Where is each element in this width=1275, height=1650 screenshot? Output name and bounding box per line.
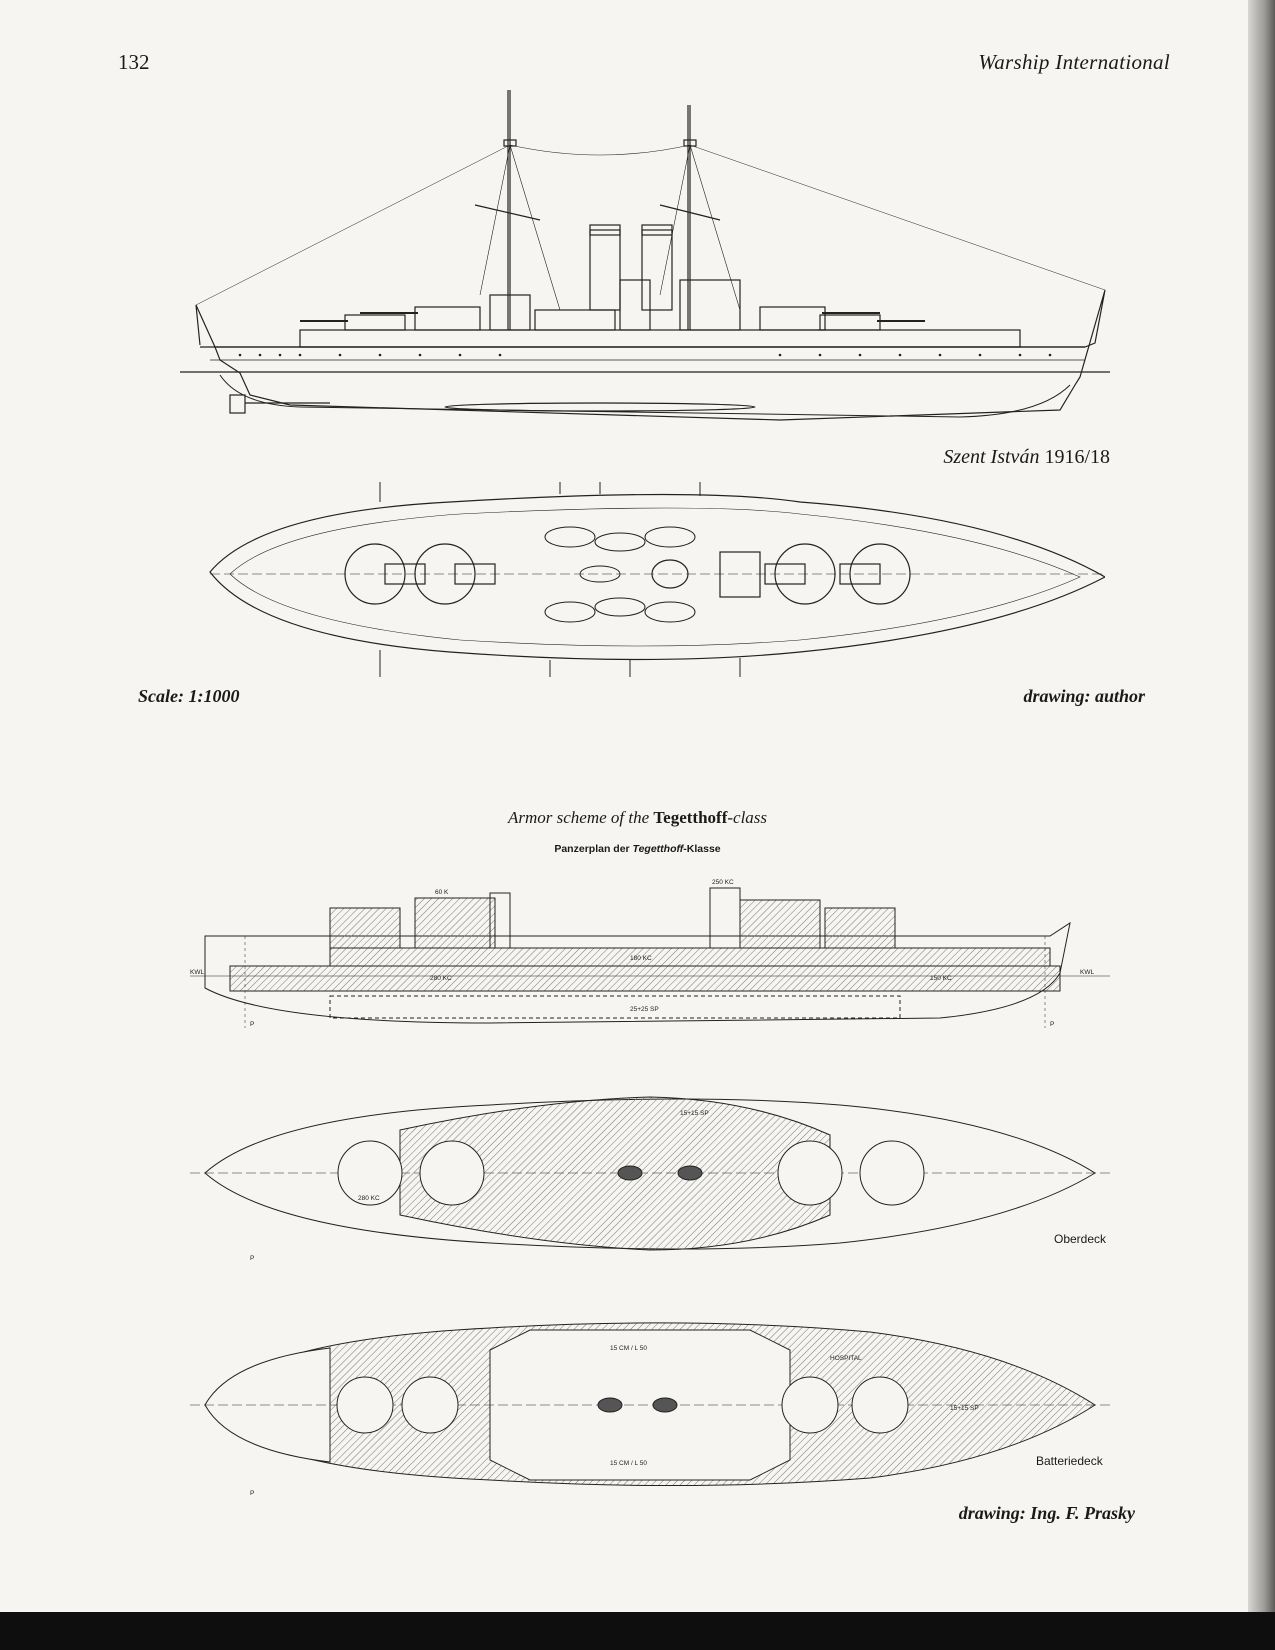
armor-scheme-title: Armor scheme of the Tegetthoff-class: [0, 808, 1275, 828]
p-label-oberdeck: P: [250, 1255, 254, 1262]
scale-label: Scale: 1:1000: [138, 686, 240, 706]
armor-sub-class: Tegetthoff: [632, 843, 684, 855]
oberdeck-deck-plating-label: 15+15 SP: [680, 1110, 709, 1117]
ship-name: Szent István: [943, 446, 1040, 468]
scanner-edge-bar: [0, 1612, 1275, 1650]
citadel-label: 180 KC: [630, 955, 652, 962]
ship-plan-drawing: [209, 482, 1105, 677]
ship-year: 1916/18: [1044, 446, 1110, 468]
armor-profile-drawing: KWL KWL P P 280 KC 150 KC 25+25 SP 180 K…: [190, 879, 1110, 1028]
p-label-left: P: [250, 1021, 254, 1028]
p-label-right: P: [1050, 1021, 1054, 1028]
page-number: 132: [118, 50, 150, 74]
oberdeck-plan-drawing: 15+15 SP 280 KC P: [190, 1096, 1110, 1262]
drawing-credit-author: drawing: author: [1023, 686, 1145, 706]
armor-title-suffix: -class: [727, 808, 768, 827]
profile-caption: Szent István 1916/18: [943, 446, 1110, 469]
casemate-label-top: 15 CM / L 50: [610, 1345, 647, 1352]
hospital-label: HOSPITAL: [830, 1355, 862, 1362]
page-gutter-shadow: [1248, 0, 1275, 1612]
armor-title-prefix: Armor scheme of the: [507, 808, 654, 827]
batteriedeck-plating-label: 15+15 SP: [950, 1405, 979, 1412]
kwl-label-left: KWL: [190, 969, 204, 976]
turret-top-label: 60 K: [435, 889, 449, 896]
journal-title: Warship International: [978, 50, 1170, 74]
belt-150-label: 150 KC: [930, 975, 952, 982]
batteriedeck-label: Batteriedeck: [1036, 1454, 1103, 1468]
armor-sub-suffix: -Klasse: [683, 843, 721, 855]
conning-tower-label: 250 KC: [712, 879, 734, 886]
casemate-label-bottom: 15 CM / L 50: [610, 1460, 647, 1467]
oberdeck-barbette-label: 280 KC: [358, 1195, 380, 1202]
armor-title-class: Tegetthoff: [653, 808, 728, 827]
armor-scheme-subtitle: Panzerplan der Tegetthoff-Klasse: [0, 843, 1275, 855]
batteriedeck-plan-drawing: 15 CM / L 50 15 CM / L 50 HOSPITAL 15+15…: [190, 1322, 1110, 1497]
drawing-credit-prasky: drawing: Ing. F. Prasky: [958, 1503, 1135, 1523]
armor-sub-prefix: Panzerplan der: [554, 843, 633, 855]
belt-280-label: 280 KC: [430, 975, 452, 982]
bottom-plating-label: 25+25 SP: [630, 1006, 659, 1013]
ship-profile-drawing: [180, 90, 1110, 421]
p-label-batteriedeck: P: [250, 1490, 254, 1497]
kwl-label-right: KWL: [1080, 969, 1094, 976]
oberdeck-label: Oberdeck: [1054, 1232, 1107, 1246]
